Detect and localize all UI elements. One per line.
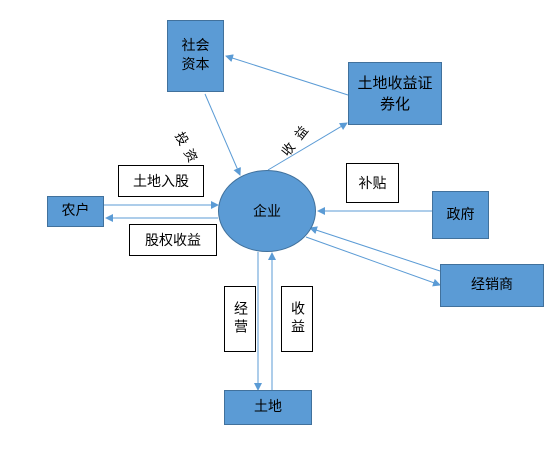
node-farmer: 农户: [47, 196, 104, 227]
node-government: 政府: [432, 191, 489, 239]
node-farmer-label: 农户: [61, 203, 90, 219]
edge-label-land-share: 土地入股: [118, 165, 204, 197]
node-distributor: 经销商: [440, 264, 544, 307]
node-land: 土地: [224, 390, 312, 425]
edge-label-operate-text: 经营: [232, 301, 248, 337]
node-land-securitization: 土地收益证 券化: [348, 62, 442, 125]
edge-label-subsidy: 补贴: [346, 163, 399, 203]
node-distributor-label: 经销商: [471, 277, 513, 293]
arrow-enterprise-to-distributor: [305, 236, 441, 287]
arrow-distributor-to-enterprise: [309, 226, 441, 272]
edge-label-operate: 经营: [224, 286, 256, 352]
arrow-securitization-to-capital: [225, 54, 349, 96]
node-social-capital-label: 社会 资本: [181, 38, 210, 73]
arrow-capital-to-enterprise: [204, 93, 241, 176]
node-social-capital: 社会 资本: [167, 20, 224, 92]
edge-label-equity-revenue-text: 股权收益: [145, 233, 201, 249]
edge-label-land-revenue: 收益: [281, 286, 313, 352]
arrow-enterprise-to-securitization: [267, 122, 348, 171]
edge-label-land-revenue-text: 收益: [289, 301, 305, 337]
node-land-label: 土地: [254, 399, 282, 415]
edge-label-subsidy-text: 补贴: [358, 176, 387, 192]
node-land-securitization-label: 土地收益证 券化: [357, 73, 433, 113]
edge-label-equity-revenue: 股权收益: [129, 224, 217, 256]
node-government-label: 政府: [446, 206, 475, 223]
node-enterprise-label: 企业: [253, 204, 281, 220]
edge-label-land-share-text: 土地入股: [133, 174, 189, 190]
node-enterprise: 企业: [218, 170, 316, 252]
